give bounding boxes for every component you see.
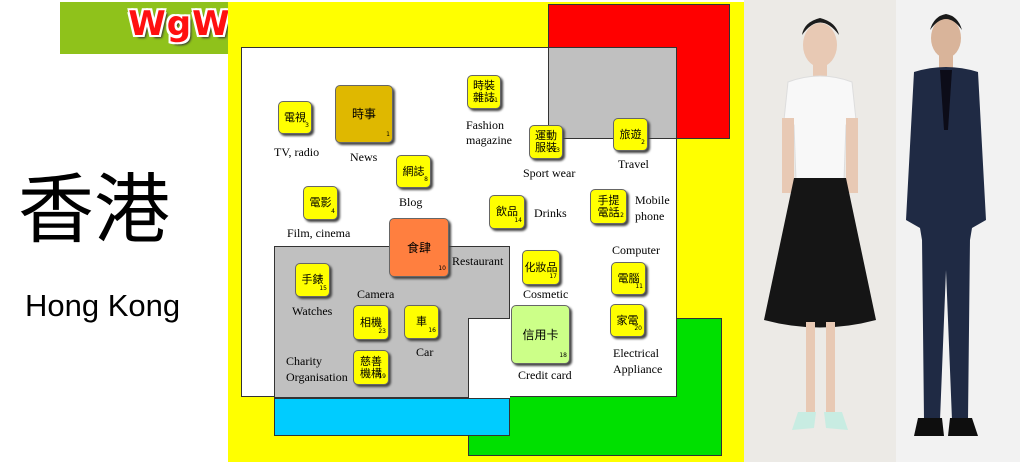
tile-news-text: 時事 [351,107,376,121]
tile-film-text: 電影 [309,196,332,209]
tile-camera-text: 相機 [360,315,382,329]
tile-car-number: 16 [428,327,436,334]
label-watches: Watches [292,304,333,318]
tile-drinks-number: 14 [514,217,522,224]
tile-credit-text: 信用卡 [522,327,559,342]
tile-car-text: 車 [416,315,427,328]
label-fashion-2: magazine [466,133,512,147]
label-fashion-1: Fashion [466,118,505,132]
tile-news-number: 1 [386,131,390,138]
tile-sport-number: 13 [552,147,560,154]
tile-travel-text: 旅遊 [619,127,642,141]
label-car: Car [416,345,434,359]
label-mobile-1: Mobile [635,193,670,207]
label-drinks: Drinks [534,206,567,220]
label-charity-1: Charity [286,354,322,368]
tile-mobile-number: 12 [616,212,624,219]
man-figure [896,0,1020,462]
tile-computer-text: 電腦 [617,271,640,285]
tile-tv-number: 3 [305,122,309,129]
label-appliance-1: Electrical [613,346,659,360]
tile-watches-text: 手錶 [301,273,324,286]
label-mobile-2: phone [635,209,665,223]
tile-camera-number: 23 [378,328,386,335]
city-title-english: Hong Kong [25,288,181,323]
tile-blog-number: 8 [424,176,428,183]
label-camera: Camera [357,287,395,301]
tile-film-number: 4 [331,208,335,215]
label-sport: Sport wear [523,166,576,180]
tile-fashion-number: 21 [490,97,498,104]
tile-mobile-text: 手提電話 [597,193,620,219]
tile-restaurant-text: 食肆 [406,240,431,255]
label-news: News [350,150,378,164]
label-travel: Travel [618,157,649,171]
label-appliance-2: Appliance [613,362,663,376]
tile-computer-number: 11 [635,283,643,290]
tile-appliance-text: 家電 [616,313,639,327]
label-cosmetic: Cosmetic [523,287,569,301]
label-film: Film, cinema [287,226,351,240]
tile-fashion-text: 時裝雜誌 [473,79,495,104]
white-overlap-region [468,318,510,398]
tile-sport-text: 運動服裝 [535,129,557,154]
label-tv: TV, radio [274,145,320,159]
photo-woman [744,0,896,462]
tile-cosmetic-number: 17 [549,273,557,280]
tile-charity-number: 19 [378,373,386,380]
tile-drinks-text: 飲品 [496,205,518,218]
tile-tv-text: 電視 [284,110,306,124]
label-credit: Credit card [518,368,572,382]
tile-blog-text: 網誌 [402,164,425,178]
label-charity-2: Organisation [286,370,348,384]
tile-charity-text: 慈善機構 [360,354,382,380]
woman-figure [744,0,896,462]
tile-cosmetic-text: 化妝品 [524,260,558,274]
tile-watches-number: 15 [319,285,327,292]
blue-region [274,398,510,436]
label-restaurant: Restaurant [452,254,504,268]
photo-man [896,0,1020,462]
gray-corner-region [548,47,677,139]
tile-appliance-number: 20 [634,325,642,332]
label-blog: Blog [399,195,423,209]
tile-credit-number: 18 [559,352,567,359]
label-computer: Computer [612,243,660,257]
city-title-chinese: 香港 [18,165,170,254]
tile-travel-number: 2 [641,139,645,146]
tile-restaurant[interactable]: 食肆 10 [389,218,449,277]
tile-credit[interactable]: 信用卡 18 [511,305,570,364]
tile-restaurant-number: 10 [438,265,446,272]
tile-news[interactable]: 時事 1 [335,85,393,143]
